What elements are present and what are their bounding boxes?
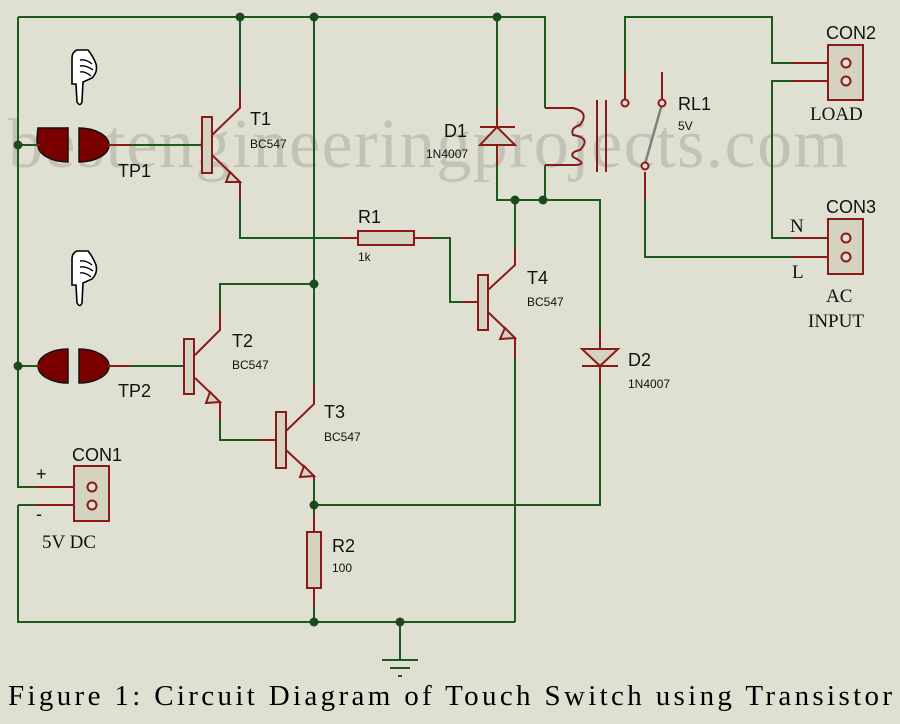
transistor-t2[interactable]	[183, 310, 223, 420]
con1-ref: CON1	[72, 445, 122, 465]
d2-ref: D2	[628, 350, 651, 370]
relay-rl1[interactable]	[545, 72, 667, 200]
con3-l-label: L	[792, 262, 804, 283]
diode-d2[interactable]	[579, 330, 621, 385]
r1-value: 1k	[358, 250, 372, 264]
junction	[309, 279, 319, 289]
wire-relay-no-load	[624, 16, 792, 72]
junction	[492, 12, 502, 22]
junction	[13, 361, 23, 371]
con2-ref: CON2	[826, 23, 876, 43]
wire-d1-bottom	[496, 165, 601, 330]
t1-value: BC547	[250, 137, 287, 151]
touch-plate-tp1[interactable]	[36, 127, 130, 163]
wire-left-rail	[17, 17, 36, 488]
wire-top-rail	[18, 16, 546, 108]
tp1-label: TP1	[118, 161, 151, 181]
wire-relay-com-l	[644, 200, 792, 258]
t1-ref: T1	[250, 109, 271, 129]
resistor-r1[interactable]	[340, 230, 432, 246]
t4-ref: T4	[527, 268, 548, 288]
t4-value: BC547	[527, 295, 564, 309]
t3-ref: T3	[324, 402, 345, 422]
figure-caption: Figure 1: Circuit Diagram of Touch Switc…	[8, 680, 892, 712]
junctions	[13, 12, 548, 627]
transistor-t3[interactable]	[258, 385, 317, 480]
con3-label-line2: INPUT	[808, 311, 864, 332]
junction	[309, 500, 319, 510]
connector-con2[interactable]	[792, 44, 864, 101]
t2-ref: T2	[232, 331, 253, 351]
con3-ref: CON3	[826, 197, 876, 217]
wire-t1-emitter	[239, 200, 340, 239]
junction	[309, 617, 319, 627]
touch-plate-tp2[interactable]	[36, 348, 130, 384]
pointing-hand-icon	[71, 250, 98, 307]
transistor-t4[interactable]	[462, 248, 518, 358]
con1-label: 5V DC	[42, 532, 96, 553]
con1-minus: -	[36, 504, 42, 524]
d1-value: 1N4007	[426, 147, 468, 161]
t2-value: BC547	[232, 358, 269, 372]
wires	[17, 16, 792, 660]
wire-ground-rail	[17, 505, 515, 623]
d2-value: 1N4007	[628, 377, 670, 391]
junction	[235, 12, 245, 22]
d1-ref: D1	[444, 121, 467, 141]
junction	[309, 12, 319, 22]
tp2-label: TP2	[118, 381, 151, 401]
r2-ref: R2	[332, 536, 355, 556]
junction	[510, 195, 520, 205]
con3-n-label: N	[790, 216, 804, 237]
con1-plus: +	[36, 464, 47, 484]
transistor-t1[interactable]	[200, 90, 243, 200]
r1-ref: R1	[358, 207, 381, 227]
wire-t2-collector	[219, 283, 314, 310]
con2-label: LOAD	[810, 104, 863, 125]
wire-d2-bottom	[314, 385, 601, 506]
junction	[13, 140, 23, 150]
junction	[538, 195, 548, 205]
connector-con3[interactable]	[792, 218, 864, 275]
wire-t2-t3	[219, 420, 258, 441]
junction	[395, 617, 405, 627]
connector-con1[interactable]	[36, 465, 110, 522]
wire-r1-t4	[432, 237, 462, 303]
t3-value: BC547	[324, 430, 361, 444]
diode-d1[interactable]	[477, 108, 518, 165]
rl1-ref: RL1	[678, 94, 711, 114]
ground-symbol	[382, 659, 418, 677]
r2-value: 100	[332, 561, 352, 575]
resistor-r2[interactable]	[306, 515, 322, 606]
pointing-hand-icon	[71, 49, 98, 106]
rl1-value: 5V	[678, 119, 693, 133]
con3-label-line1: AC	[826, 286, 852, 307]
wire-load-n	[771, 80, 792, 239]
